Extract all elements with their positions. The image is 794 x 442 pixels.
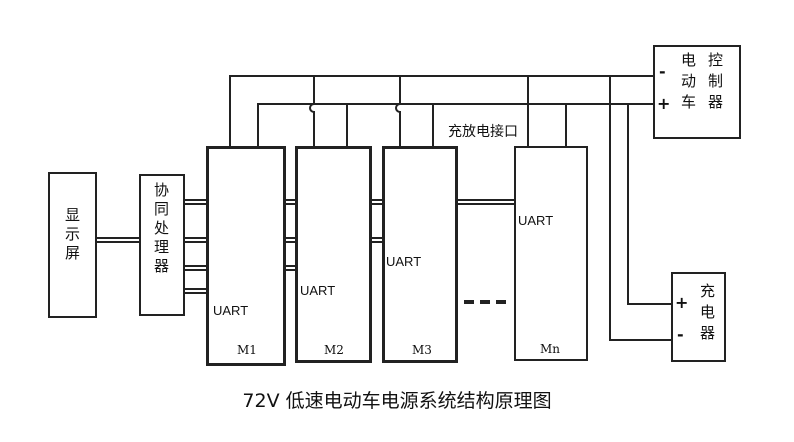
charger-plus-wire [627,104,671,305]
diagram-caption: 72V 低速电动车电源系统结构原理图 [242,390,552,412]
module-m1 [206,146,286,366]
charger-minus: - [677,325,684,344]
charger-minus-wire [609,76,671,341]
positive-bus [257,103,653,157]
controller-label-col1: 电动车 [679,52,697,115]
coprocessor-label: 协同处理器 [152,182,170,277]
negative-bus [229,75,653,157]
m2-label: M2 [324,343,344,357]
module-m2 [295,146,372,363]
m1-uart-label: UART [213,303,249,318]
controller-plus: + [657,94,671,113]
module-m3 [382,146,458,363]
mn-uart-label: UART [518,213,554,228]
display-box [48,172,97,318]
m3-uart-label: UART [386,254,422,269]
m3-label: M3 [412,343,432,357]
display-label: 显示屏 [63,207,81,264]
coprocessor-box [139,174,185,316]
m1-label: M1 [237,343,257,357]
m2-uart-label: UART [300,283,336,298]
charger-box [671,272,726,362]
charger-label: 充电器 [698,283,716,346]
charger-plus: + [675,293,689,312]
controller-box [653,45,741,139]
controller-label-col2: 控制器 [706,52,724,115]
mn-label: Mn [540,342,561,356]
charge-port-label: 充放电接口 [448,124,518,140]
controller-minus: - [659,62,666,81]
module-mn [514,146,588,361]
